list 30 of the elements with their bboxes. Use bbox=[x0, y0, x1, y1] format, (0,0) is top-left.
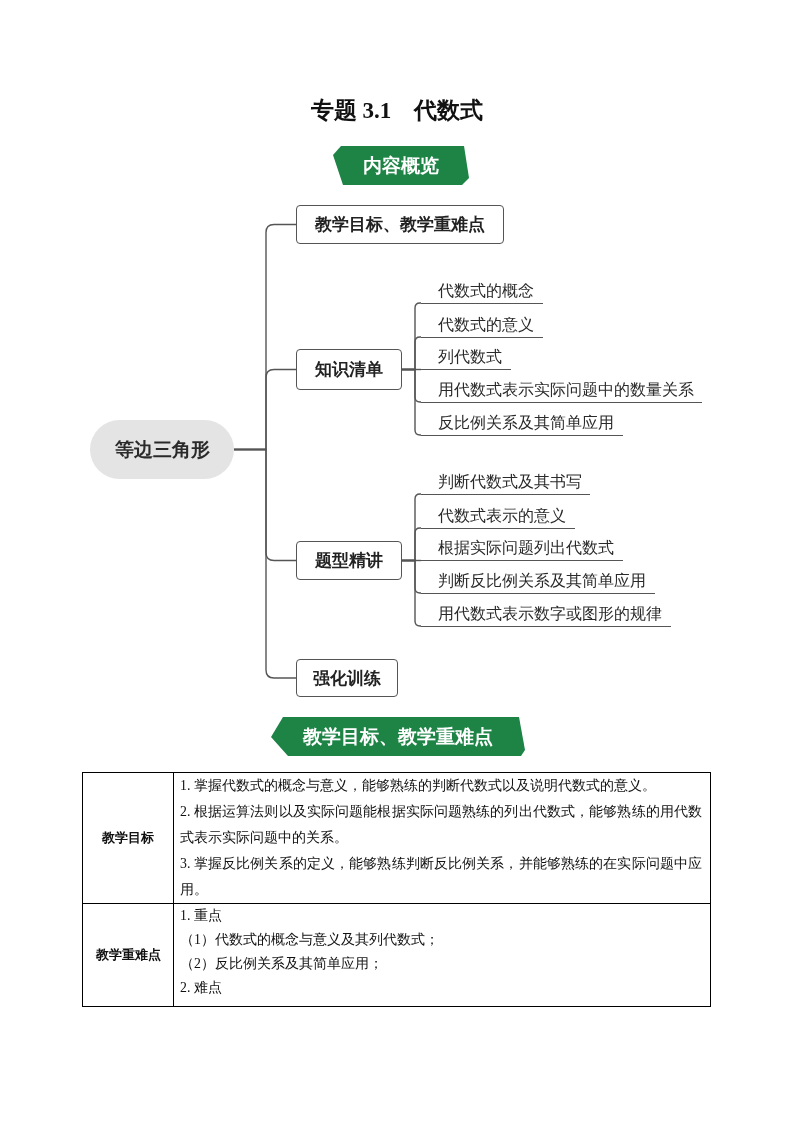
topic-box: 题型精讲 bbox=[296, 541, 402, 580]
paragraph-text: 2. 难点 bbox=[180, 979, 223, 997]
subtopic-text: 代数式的意义 bbox=[421, 313, 543, 338]
paragraph-text: （1）代数式的概念与意义及其列代数式； bbox=[180, 931, 440, 949]
subtopic-text: 反比例关系及其简单应用 bbox=[421, 411, 623, 436]
topic-box: 知识清单 bbox=[296, 349, 402, 390]
subtopic-text: 代数式表示的意义 bbox=[421, 504, 575, 529]
paragraph-text: 1. 重点 bbox=[180, 907, 223, 925]
topic-box: 教学目标、教学重难点 bbox=[296, 205, 504, 244]
paragraph-text: （2）反比例关系及其简单应用； bbox=[180, 955, 384, 973]
row-header-cell: 教学重难点 bbox=[82, 903, 174, 1007]
subtopic-text: 用代数式表示数字或图形的规律 bbox=[421, 602, 671, 627]
connector-line bbox=[401, 559, 422, 627]
section-banner: 教学目标、教学重难点 bbox=[271, 717, 525, 756]
row-header-cell: 教学目标 bbox=[82, 772, 174, 904]
paragraph-text: 2. 根据运算法则以及实际问题能根据实际问题熟练的列出代数式，能够熟练的用代数式表示实际问题中的关系。 bbox=[180, 803, 702, 847]
subtopic-text: 根据实际问题列出代数式 bbox=[421, 537, 623, 562]
topic-box: 强化训练 bbox=[296, 659, 398, 697]
page-title: 专题 3.1 代数式 bbox=[309, 97, 485, 125]
subtopic-text: 代数式的概念 bbox=[421, 279, 543, 304]
connector-line bbox=[233, 448, 297, 679]
subtopic-text: 用代数式表示实际问题中的数量关系 bbox=[421, 378, 702, 403]
subtopic-text: 判断反比例关系及其简单应用 bbox=[421, 569, 655, 594]
topic-pill: 等边三角形 bbox=[90, 420, 234, 479]
paragraph-text: 1. 掌握代数式的概念与意义，能够熟练的判断代数式以及说明代数式的意义。 bbox=[180, 777, 657, 795]
paragraph-text: 3. 掌握反比例关系的定义，能够熟练判断反比例关系，并能够熟练的在实际问题中应用。 bbox=[180, 855, 702, 899]
section-banner: 内容概览 bbox=[333, 146, 469, 185]
connector-line bbox=[401, 368, 422, 436]
subtopic-text: 判断代数式及其书写 bbox=[421, 470, 590, 495]
subtopic-text: 列代数式 bbox=[421, 346, 511, 371]
